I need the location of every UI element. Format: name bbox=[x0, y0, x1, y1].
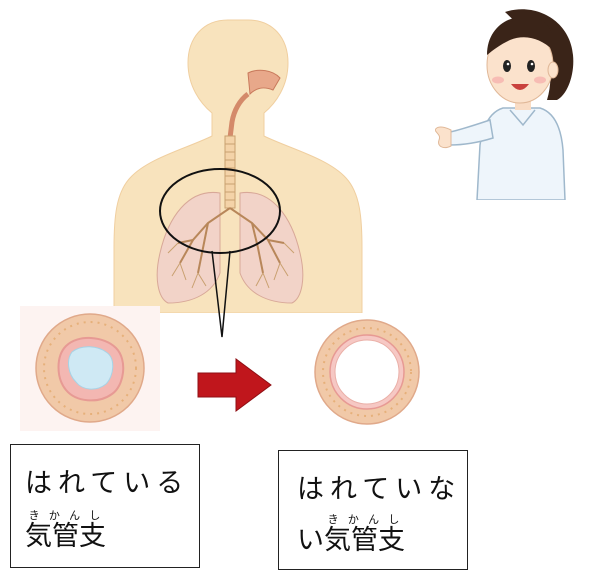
nurse-illustration bbox=[435, 0, 589, 200]
nurse-eye-right bbox=[527, 60, 535, 72]
label-swollen-bronchus: はれている 気管支きかんし bbox=[10, 444, 200, 568]
bronchus-word: 気管支きかんし bbox=[25, 509, 106, 553]
label-not-swollen-prefix: い bbox=[297, 518, 324, 557]
callout-pointer bbox=[212, 251, 230, 337]
callout-oval bbox=[160, 169, 280, 253]
normal-bronchus-icon bbox=[311, 316, 423, 428]
label-not-swollen-bronchus: はれていな い気管支きかんし bbox=[278, 450, 468, 570]
swollen-bronchus-panel bbox=[20, 306, 160, 431]
transition-arrow bbox=[196, 356, 274, 414]
normal-lumen bbox=[335, 340, 399, 404]
bronchus-word: 気管支きかんし bbox=[324, 513, 405, 557]
nurse-hand bbox=[435, 127, 451, 148]
swollen-bronchus-icon bbox=[20, 306, 160, 431]
label-not-swollen-line1: はれていな bbox=[297, 467, 461, 506]
nurse-eye-left bbox=[503, 60, 511, 72]
label-swollen-line1: はれている bbox=[25, 461, 189, 500]
zoom-callout bbox=[150, 165, 290, 345]
